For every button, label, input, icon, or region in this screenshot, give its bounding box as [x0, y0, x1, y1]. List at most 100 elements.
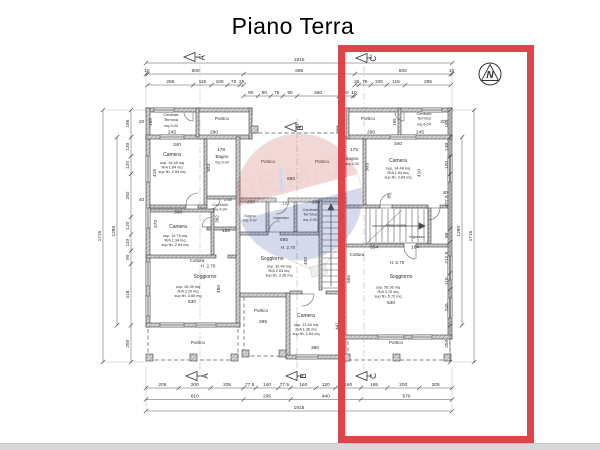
- window: [195, 322, 217, 328]
- wall-segment: [145, 322, 241, 328]
- labels-ingresso_r: Ingresso: [409, 234, 425, 239]
- labels-cam_c_fin: sup fin. 2.64 mq: [292, 332, 319, 336]
- dim-dimensions-right-segments-7: 245: [444, 303, 450, 311]
- dim-dimensions-top-row2-4: 10: [449, 68, 455, 74]
- door-arc: [209, 198, 221, 210]
- labels-d415_l: 415: [152, 169, 158, 177]
- labels-sog_r: Soggiorno: [390, 274, 413, 280]
- labels-h250: 2.50: [224, 197, 233, 202]
- wall-segment: [197, 204, 208, 209]
- labels-d20_r: 20: [440, 119, 446, 125]
- dim-dimensions-left-segments-8: 250: [125, 339, 131, 347]
- labels-ct_r_mq: mq 6.04: [417, 123, 431, 127]
- labels-d441: 441: [335, 322, 340, 330]
- dim-dimensions-top-row3_left-3: 75: [231, 79, 237, 85]
- dim-dimensions-bottom-row2-1: 295: [263, 394, 271, 400]
- stair-arrows: [327, 203, 426, 286]
- labels-d178_r: 178: [350, 147, 358, 153]
- dim-dimensions-right-segments-8: 250: [444, 339, 450, 347]
- window: [377, 334, 405, 340]
- dim-dimensions-bottom-row1-8: 160: [344, 382, 352, 388]
- dim-dimensions-bottom-total: 1915: [294, 405, 305, 411]
- labels-cam1: Camera: [163, 152, 181, 158]
- labels-bag_r: Bagno: [345, 156, 359, 161]
- labels-cam_c: Camera: [297, 313, 315, 319]
- labels-bag_c_mq: mq 4.97: [243, 219, 257, 223]
- labels-d340_l: 340: [173, 142, 181, 148]
- labels-d120: 120: [222, 228, 230, 234]
- wall-segment: [206, 226, 237, 231]
- pillar: [230, 353, 239, 362]
- labels-d85: 85: [387, 193, 392, 199]
- labels-d303_r: 303: [365, 163, 371, 171]
- wall-segment: [239, 292, 289, 298]
- window: [153, 107, 175, 113]
- labels-h270_l: H. 2.70: [201, 264, 216, 269]
- wall-segment: [279, 231, 321, 236]
- labels-sog_c_sup: sup. 32.49 mq: [267, 265, 291, 269]
- labels-sog_l_sup: sup. 26.39 mq: [176, 285, 200, 289]
- wall-segment: [265, 201, 270, 233]
- labels-bag1_mq: mq 5.04: [215, 161, 229, 165]
- window: [145, 261, 151, 287]
- labels-portico_bc: Portico: [254, 308, 269, 313]
- door-arc: [427, 207, 441, 221]
- labels-d164: 164: [411, 245, 419, 251]
- labels-d566: 566: [346, 275, 352, 283]
- dim-dimensions-top-total: 1915: [294, 57, 305, 63]
- labels-d190: 190: [312, 200, 320, 206]
- labels-sog_l_fin: sup fin. 3.80 mq: [174, 294, 201, 298]
- labels-d303_l: 303: [206, 164, 212, 172]
- dim-dimensions-bottom-row1-7: 120: [322, 382, 330, 388]
- dim-dimensions-top-row2-2: 695: [295, 68, 303, 74]
- labels-cam2_ra: R/A 1.34 mq: [165, 239, 186, 243]
- window: [145, 155, 151, 183]
- labels-d295: 295: [259, 319, 267, 325]
- wall-segment: [149, 204, 187, 209]
- labels-h270_r: H. 2.70: [390, 260, 405, 265]
- dim-dimensions-top-row4-5: 90: [343, 90, 349, 96]
- markers-bot_b: B: [299, 373, 308, 378]
- labels-d230: 230: [247, 200, 255, 206]
- dim-dimensions-right-middle: 1280: [456, 226, 462, 237]
- labels-sog_r_ra: R/A 3.75 mq: [378, 290, 399, 294]
- window: [159, 134, 185, 140]
- wall-segment: [415, 243, 449, 248]
- labels-vano_scala: Vano scala: [386, 223, 406, 228]
- labels-d270: 270: [153, 220, 159, 228]
- labels-sog_l: Soggiorno: [194, 274, 217, 280]
- labels-cam_r_sup: sup. 14.48 mq: [386, 167, 410, 171]
- door-arc: [379, 192, 393, 206]
- labels-d245_l: 245: [168, 130, 176, 136]
- labels-portico_c2: Portico: [315, 159, 330, 164]
- dim-dimensions-bottom-row2-0: 610: [191, 394, 199, 400]
- labels-ct_l_mq: mq 6.04: [164, 124, 178, 128]
- labels-bag1: Bagno: [215, 154, 229, 159]
- dim-dimensions-bottom-row1-0: 205: [158, 382, 166, 388]
- wall-segment: [287, 197, 347, 203]
- labels-cam2_fin: sup fin. 2.64 mq: [161, 243, 188, 247]
- dim-dimensions-left-segments-1: 130: [125, 142, 131, 150]
- dim-dimensions-right-segments-4: 90: [444, 232, 450, 238]
- dim-dimensions-bottom-row1-10: 200: [399, 382, 407, 388]
- dim-dimensions-left-middle: 1280: [111, 226, 117, 237]
- wall-segment: [227, 254, 237, 259]
- dim-dimensions-bottom-row2-3: 570: [402, 394, 410, 400]
- window: [421, 107, 443, 113]
- pillar: [250, 125, 259, 134]
- wall-segment: [345, 243, 405, 248]
- dim-dimensions-top-row3_right-4: 285: [424, 79, 432, 85]
- dim-dimensions-bottom-row1-11: 205: [432, 382, 440, 388]
- dim-dimensions-bottom-row1-9: 165: [370, 382, 378, 388]
- labels-d398: 398: [174, 210, 182, 216]
- north-compass-icon: N: [478, 62, 502, 86]
- labels-d530_r: 530: [387, 300, 395, 306]
- markers-top_a: A': [198, 53, 207, 60]
- dim-dimensions-bottom-row1-5: 77.5: [280, 382, 290, 388]
- labels-d400: 400: [303, 257, 309, 265]
- labels-d290_l: 290: [210, 130, 218, 136]
- door-arc: [275, 201, 289, 215]
